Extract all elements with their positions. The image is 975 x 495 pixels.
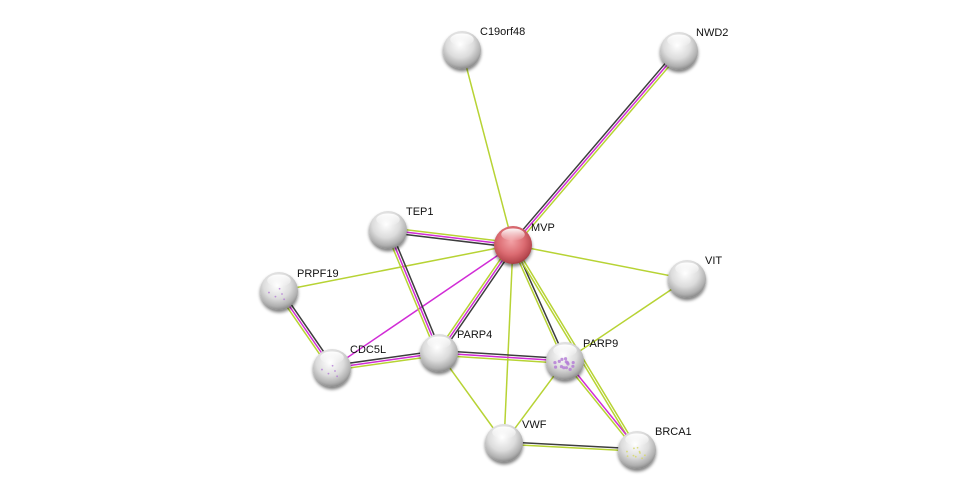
edge-line-textmining — [503, 244, 514, 444]
node-mvp[interactable]: MVP — [494, 222, 555, 264]
edge-parp4-parp9[interactable] — [438, 349, 566, 365]
node-highlight — [450, 33, 474, 46]
node-highlight — [267, 274, 291, 287]
edge-line-coexpression — [440, 245, 516, 355]
edge-line-textmining — [388, 226, 514, 244]
node-label: VIT — [705, 255, 722, 267]
edge-line-textmining — [436, 243, 512, 353]
node-highlight — [376, 213, 400, 226]
node-label: CDC5L — [350, 344, 386, 356]
edge-parp9-vit[interactable] — [564, 278, 688, 362]
node-parp9[interactable]: PARP9 — [546, 338, 618, 380]
edge-mvp-vit[interactable] — [512, 244, 688, 280]
edge-line-coexpression — [389, 228, 442, 353]
node-highlight — [320, 351, 344, 364]
node-highlight — [553, 344, 577, 357]
edge-line-textmining — [278, 244, 514, 292]
edge-line-textmining — [385, 230, 438, 355]
node-highlight — [501, 228, 525, 241]
edge-line-textmining — [514, 52, 682, 248]
node-label: VWF — [522, 419, 547, 431]
protein-structure-icon — [268, 287, 286, 301]
edge-line-textmining — [461, 49, 514, 246]
protein-structure-icon — [626, 446, 646, 460]
edge-line-textmining — [512, 244, 688, 280]
node-label: C19orf48 — [480, 26, 525, 38]
edge-line-textmining — [563, 361, 637, 452]
node-parp4[interactable]: PARP4 — [420, 329, 492, 372]
edge-line-experiments — [512, 50, 680, 246]
node-vit[interactable]: VIT — [668, 255, 722, 298]
edge-parp9-brca1[interactable] — [563, 359, 639, 452]
edge-line-coexpression — [510, 48, 678, 244]
edge-line-experiments — [387, 229, 440, 354]
edge-line-coexpression — [387, 231, 513, 249]
node-label: PRPF19 — [297, 268, 339, 280]
edge-mvp-prpf19[interactable] — [278, 244, 514, 292]
edge-line-coexpression — [439, 349, 566, 360]
node-highlight — [667, 34, 691, 47]
edge-mvp-c19orf48[interactable] — [461, 49, 514, 246]
edge-line-textmining — [564, 278, 688, 362]
node-cdc5l[interactable]: CDC5L — [313, 344, 386, 387]
edge-line-textmining — [511, 245, 565, 362]
node-highlight — [427, 336, 451, 349]
edge-vwf-brca1[interactable] — [503, 441, 638, 452]
edge-line-coexpression — [504, 441, 638, 450]
edge-mvp-tep1[interactable] — [387, 226, 514, 249]
node-brca1[interactable]: BRCA1 — [618, 426, 692, 469]
node-label: BRCA1 — [655, 426, 692, 438]
edge-tep1-parp4[interactable] — [385, 228, 442, 355]
edge-line-experiments — [565, 359, 639, 450]
node-highlight — [492, 426, 516, 439]
protein-structure-icon — [321, 364, 339, 378]
edge-mvp-vwf[interactable] — [503, 244, 514, 444]
node-tep1[interactable]: TEP1 — [369, 206, 434, 249]
edges-layer — [276, 48, 688, 452]
node-vwf[interactable]: VWF — [485, 419, 547, 462]
edge-line-experiments — [438, 244, 514, 354]
node-highlight — [625, 433, 649, 446]
edge-line-experiments — [387, 229, 514, 246]
node-c19orf48[interactable]: C19orf48 — [443, 26, 525, 69]
node-label: PARP4 — [457, 329, 492, 341]
edge-line-textmining — [438, 354, 565, 365]
node-label: NWD2 — [696, 27, 728, 39]
node-label: TEP1 — [406, 206, 434, 218]
node-nwd2[interactable]: NWD2 — [660, 27, 728, 70]
edge-mvp-parp4[interactable] — [436, 243, 516, 355]
node-prpf19[interactable]: PRPF19 — [260, 268, 339, 310]
edge-line-experiments — [438, 352, 566, 362]
node-label: MVP — [531, 222, 555, 234]
edge-mvp-nwd2[interactable] — [510, 48, 682, 248]
protein-structure-icon — [553, 357, 575, 371]
node-highlight — [675, 262, 699, 275]
edge-line-textmining — [503, 443, 637, 452]
node-label: PARP9 — [583, 338, 618, 350]
